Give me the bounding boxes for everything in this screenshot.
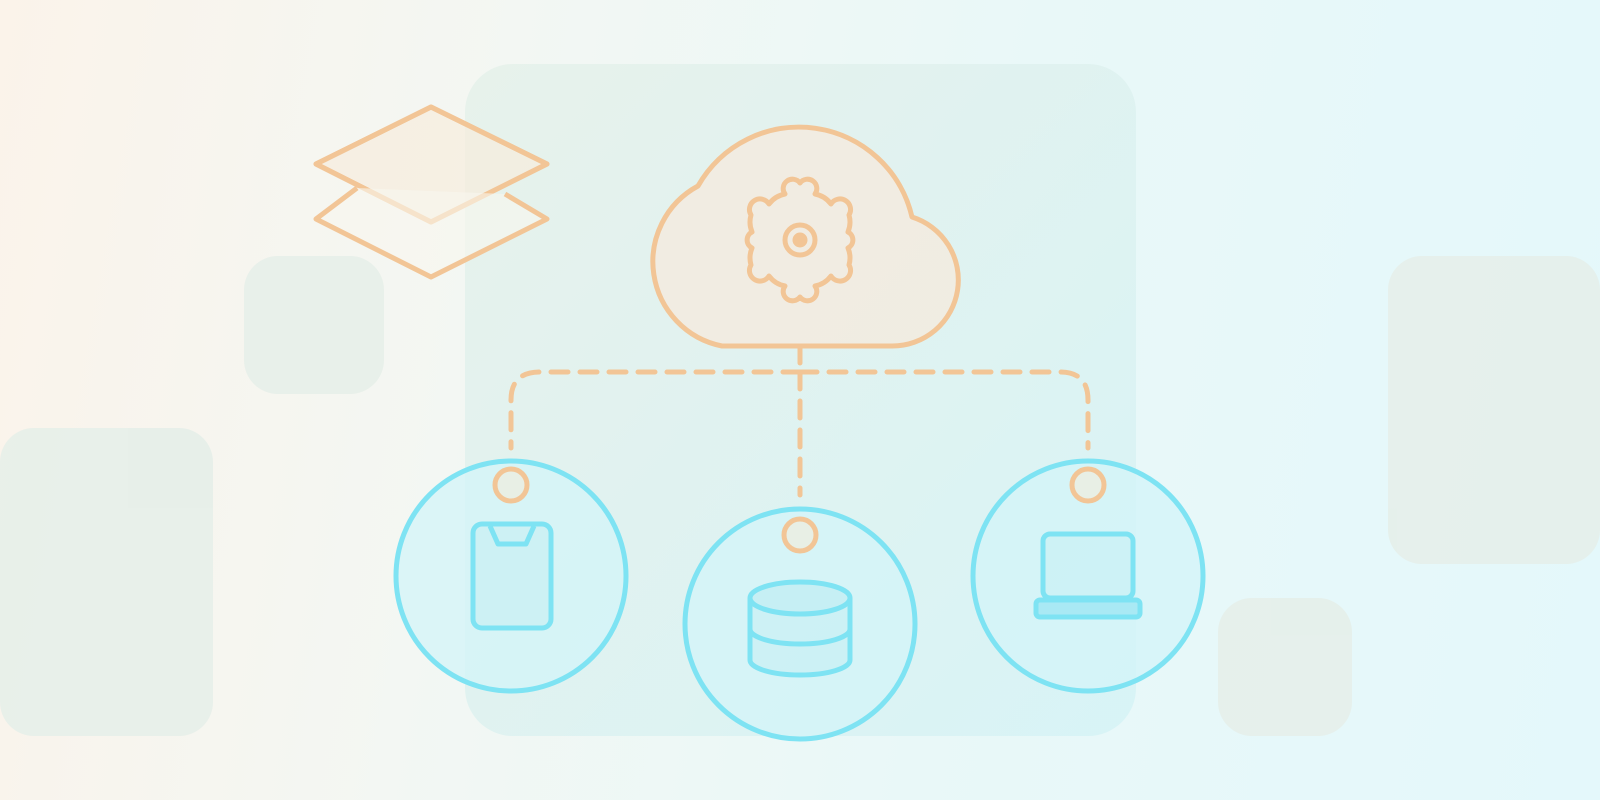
node-phone (393, 458, 629, 694)
smartphone-icon (470, 521, 554, 631)
bg-tile-right-tall (1388, 256, 1600, 564)
bg-tile-right-small (1218, 598, 1352, 736)
background-tiles (0, 256, 1600, 736)
bg-tile-left-large (0, 428, 213, 736)
laptop-icon (1033, 531, 1143, 620)
connectors (508, 343, 1091, 498)
connector-port (1069, 466, 1107, 504)
connector-port (492, 466, 530, 504)
cloud-hub (650, 124, 961, 349)
connector-to-phone (508, 369, 803, 451)
bg-tile-left-small (244, 256, 384, 394)
connector-to-laptop (797, 369, 1091, 451)
connector-port (781, 516, 819, 554)
database-icon (747, 579, 853, 678)
node-database (682, 506, 918, 742)
gear-icon (744, 176, 856, 304)
layers-icon (313, 104, 550, 280)
node-laptop (970, 458, 1206, 694)
